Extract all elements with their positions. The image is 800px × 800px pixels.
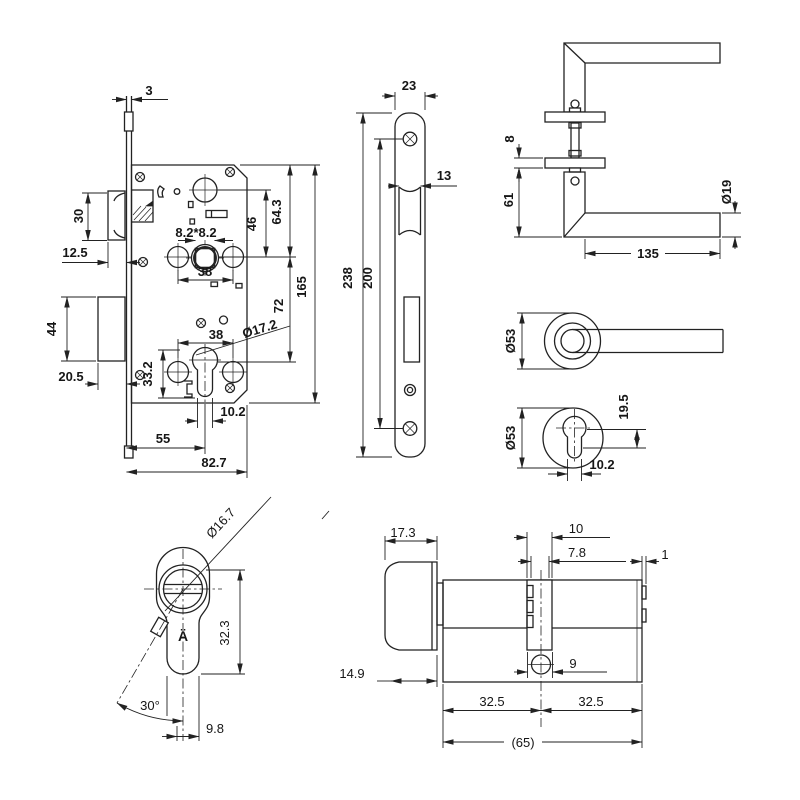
dim-cam-angle: 30° [140,698,160,713]
dim-deadbolt-height: 44 [44,321,59,336]
deadbolt [97,296,126,362]
dim-offset: 9.8 [206,721,224,736]
faceplate-screw-bottom [402,421,418,436]
dim-total-length: (65) [511,735,534,750]
dim-edge: 1 [661,547,668,562]
rose-boss [553,322,592,360]
escutcheon-dimensions: Ø53 19.5 10.2 [503,394,646,481]
faceplate-top-cap [123,111,134,132]
latch-bevel-hatch [132,200,154,222]
lever-front-dimensions: Ø53 [503,312,570,370]
escutcheon-view: Ø53 19.5 10.2 [503,394,646,481]
faceplate-plate [394,112,426,458]
dim-lever-length: 135 [637,246,659,261]
dim-cyl-offset: 33.2 [140,361,155,386]
cylinder-end-view: Ä 30° Ø16.7 32.3 9.8 [116,496,272,741]
dim-knob-height: 14.9 [339,666,364,681]
dim-follower-square: 8.2*8.2 [175,225,216,240]
dim-backset: 55 [156,431,170,446]
faceplate-view: 23 13 238 200 [340,78,457,458]
dim-cam-inner: 7.8 [568,545,586,560]
dim-screw-spacing: 200 [360,267,375,289]
cylinder-hole [184,344,221,402]
lever-handle-side-view: 8 61 Ø19 135 [501,42,741,261]
dim-lever-diameter: Ø19 [719,180,734,205]
faceplate-screw-top [402,131,418,147]
dim-hole-spacing-top: 46 [244,217,259,231]
dim-center-offset: 19.5 [616,394,631,419]
follower-square [186,240,224,276]
dim-latch-width: 13 [437,168,451,183]
lower-rose-edge [544,157,606,169]
latch-cutout [398,186,422,236]
lever-side-dimensions: 8 61 Ø19 135 [501,135,741,261]
cylinder-screw-hole [403,383,417,397]
lever-front-view: Ø53 [503,312,724,370]
dim-case-depth: 82.7 [201,455,226,470]
upper-lever-screw [570,99,580,109]
upper-rose-edge [544,111,606,123]
internal-parts [157,185,243,325]
lower-lever [563,171,721,238]
divider-tick [321,510,330,520]
dim-plate-width: 23 [402,78,416,93]
dim-half-a: 32.5 [479,694,504,709]
cylinder-side-view: 17.3 10 7.8 1 9 14.9 [339,521,668,750]
rose-outer [543,312,602,370]
cam-lug [149,616,170,638]
cylinder-side-dimensions: 17.3 10 7.8 1 9 14.9 [339,521,668,750]
dim-screw-span-cyl: 38 [209,327,223,342]
escutcheon-rose [542,407,604,469]
lever-neck [560,328,585,354]
cylinder-end-dimensions: 30° Ø16.7 32.3 9.8 [116,496,272,741]
dim-knob-length: 17.3 [390,525,415,540]
latch-bolt [107,190,126,241]
faceplate-dimensions: 23 13 238 200 [340,78,457,458]
dim-cam-bottom: 9 [569,656,576,671]
lower-lever-screw [570,176,580,186]
key-end-tab2 [641,608,647,623]
key-end-tab [641,585,647,600]
euro-profile-cutout [562,415,587,459]
dim-rose-thickness: 8 [502,135,517,142]
dim-cyl-diameter: Ø17.2 [241,316,279,341]
dim-screw-span-top: 38 [198,264,212,279]
dim-case-height: 165 [294,276,309,298]
dim-keyway-width: 10.2 [220,404,245,419]
dim-latch-height: 30 [71,209,86,223]
dim-follower-to-top: 64.3 [269,199,284,224]
dim-deadbolt-throw: 20.5 [58,369,83,384]
dim-drop: 61 [501,193,516,207]
dim-half-b: 32.5 [578,694,603,709]
upper-lever [563,42,721,113]
dim-escutcheon-diameter: Ø53 [503,426,518,451]
dim-follower-to-cyl: 72 [271,299,286,313]
deadbolt-cutout [403,296,421,363]
spindle-and-screw-holes [164,174,247,386]
dim-cam-width: 10 [569,521,583,536]
lock-case [130,164,248,404]
dim-latch-protrusion: 12.5 [62,245,87,260]
thumbturn-knob [384,561,438,651]
knob-neck [436,582,444,626]
lock-dimensions: 3 30 12.5 44 20.5 8.2*8.2 46 [44,83,320,478]
dim-plate-height: 238 [340,267,355,289]
dim-profile-height: 32.3 [217,620,232,645]
dim-knob-diameter: Ø16.7 [203,505,238,541]
dim-escutcheon-keyway: 10.2 [589,457,614,472]
dim-faceplate-thickness: 3 [145,83,152,98]
dim-rose-diameter: Ø53 [503,329,518,354]
case-screws [134,166,236,394]
mortise-lock-body-view: 3 30 12.5 44 20.5 8.2*8.2 46 [44,83,320,478]
